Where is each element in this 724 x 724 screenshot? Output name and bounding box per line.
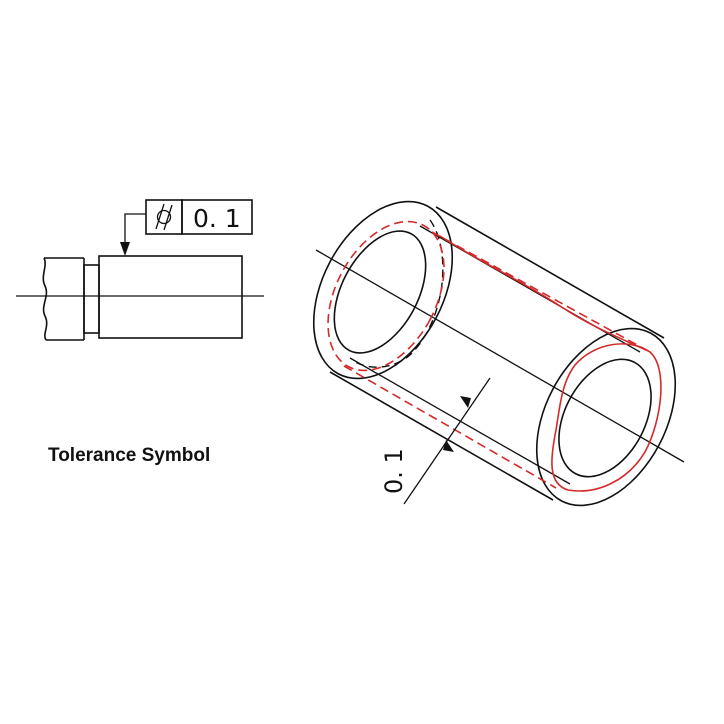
caption: Tolerance Symbol <box>48 445 210 466</box>
frame-value-cell <box>181 199 253 235</box>
leader-line <box>124 213 146 252</box>
tube-top-silhouette <box>435 206 665 339</box>
tolerance-bottom-dashed <box>343 365 557 489</box>
shaft-neck <box>83 264 100 334</box>
isometric-tube <box>312 200 685 507</box>
front-outer-ellipse <box>312 200 454 380</box>
dimension-arrow-bottom-icon <box>443 440 454 452</box>
back-outer-ellipse <box>535 327 677 507</box>
cylindricity-icon <box>155 203 173 231</box>
tube-bottom-silhouette <box>329 371 554 501</box>
tube-axis <box>315 249 685 463</box>
back-inner-ellipse <box>558 358 652 478</box>
tolerance-top-dashed <box>431 231 651 353</box>
dimension-label: 0. 1 <box>380 448 408 494</box>
tolerance-upper-wavy <box>439 235 647 351</box>
frame-tolerance-value: 0. 1 <box>193 204 241 233</box>
dimension-line <box>403 377 491 505</box>
front-inner-ellipse <box>333 230 427 354</box>
leader-arrow-icon <box>120 242 130 256</box>
feature-control-frame: 0. 1 <box>120 199 253 256</box>
dimension-arrow-top-icon <box>460 396 471 408</box>
cylinder-body <box>98 255 243 339</box>
shaft-break-line <box>42 257 48 341</box>
zone-dimension: 0. 1 <box>380 377 491 505</box>
shaft-side-view <box>16 255 264 341</box>
tolerance-front-dashed <box>327 220 445 372</box>
tolerance-zone <box>327 220 662 492</box>
